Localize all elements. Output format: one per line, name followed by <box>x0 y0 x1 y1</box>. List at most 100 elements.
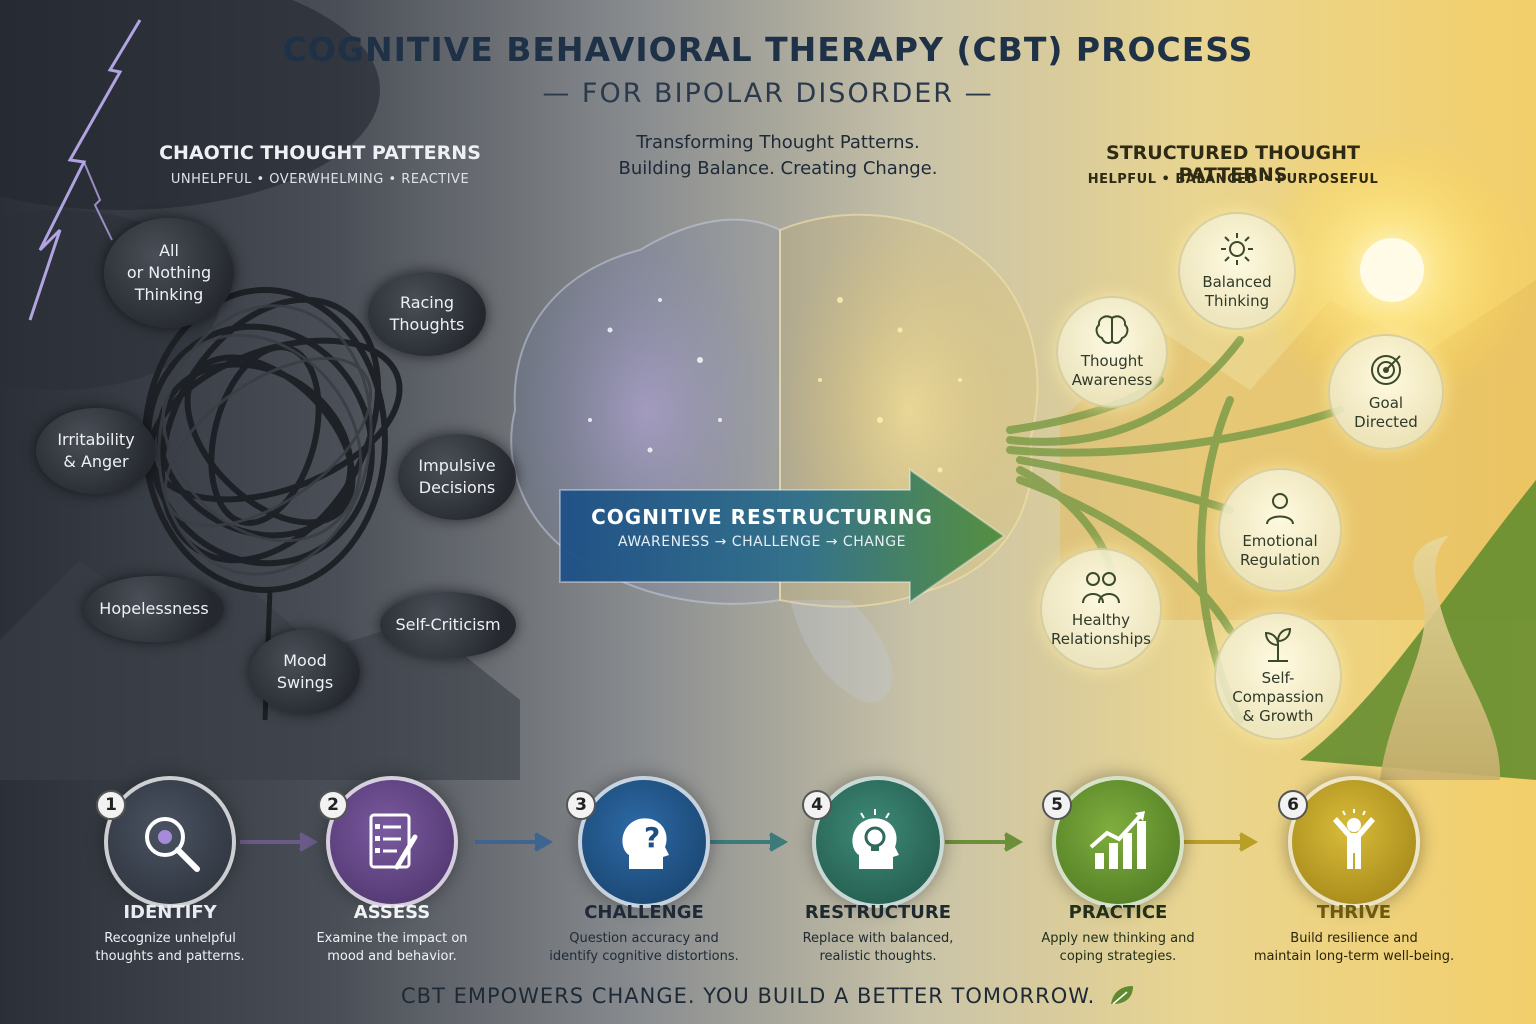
tagline-line-2: Building Balance. Creating Change. <box>618 158 938 179</box>
bubble-line: Thought <box>1080 352 1144 370</box>
cloud-line: Swings <box>276 673 334 692</box>
step-restructure-circle <box>812 776 944 908</box>
bubble-line: Directed <box>1354 413 1418 431</box>
footer-text: CBT EMPOWERS CHANGE. YOU BUILD A BETTER … <box>401 984 1096 1008</box>
question-head-icon: ? <box>622 818 669 869</box>
step-practice-desc: Apply new thinking and coping strategies… <box>1003 930 1233 966</box>
step-challenge-label: CHALLENGE <box>584 902 704 923</box>
step-desc-line: Recognize unhelpful <box>104 931 236 946</box>
structured-subheading: HELPFUL • BALANCED • PURPOSEFUL <box>1087 172 1379 187</box>
step-number: 3 <box>566 790 596 820</box>
page-title: COGNITIVE BEHAVIORAL THERAPY (CBT) PROCE… <box>282 30 1254 69</box>
cloud-hopelessness: Hopelessness <box>84 576 224 642</box>
cloud-line: Self-Criticism <box>395 615 501 634</box>
step-thrive-label: THRIVE <box>1316 902 1392 923</box>
bubble-line: Balanced <box>1202 273 1272 291</box>
bubble-line: Emotional <box>1242 532 1318 550</box>
cloud-line: Thoughts <box>389 315 465 334</box>
sprout-icon <box>1264 627 1292 662</box>
bubble-thought-awareness: Thought Awareness <box>1056 296 1168 408</box>
step-desc-line: Question accuracy and <box>569 931 719 946</box>
step-desc-line: realistic thoughts. <box>819 949 937 964</box>
person-icon <box>1266 493 1294 525</box>
step-desc-line: mood and behavior. <box>327 949 457 964</box>
step-challenge-desc: Question accuracy and identify cognitive… <box>524 930 764 966</box>
cloud-line: Irritability <box>57 430 135 449</box>
step-desc-line: Replace with balanced, <box>802 931 954 946</box>
cloud-line: Mood <box>283 651 327 670</box>
celebrating-person-icon <box>1333 809 1375 869</box>
bubble-balanced-thinking: Balanced Thinking <box>1178 212 1296 330</box>
step-desc-line: thoughts and patterns. <box>95 949 245 964</box>
step-number: 4 <box>802 790 832 820</box>
step-assess-circle <box>326 776 458 908</box>
leaf-icon <box>1110 986 1133 1005</box>
bubble-line: Goal <box>1368 394 1404 412</box>
people-icon <box>1082 572 1120 604</box>
target-icon <box>1371 355 1401 385</box>
bubble-goal-directed: Goal Directed <box>1328 334 1444 450</box>
step-restructure-label: RESTRUCTURE <box>804 902 952 923</box>
step-desc-line: coping strategies. <box>1059 949 1177 964</box>
restructuring-subtitle: AWARENESS → CHALLENGE → CHANGE <box>618 534 906 550</box>
step-thrive-desc: Build resilience and maintain long-term … <box>1229 930 1479 966</box>
bubble-line: Regulation <box>1239 551 1321 569</box>
bubble-emotional-regulation: Emotional Regulation <box>1218 468 1342 592</box>
step-assess-desc: Examine the impact on mood and behavior. <box>277 930 507 966</box>
cloud-line: or Nothing <box>126 263 212 282</box>
checklist-icon <box>369 813 418 870</box>
bubble-line: Healthy <box>1071 611 1131 629</box>
cloud-line: & Anger <box>63 452 129 471</box>
brain-icon <box>1095 315 1129 344</box>
step-identify-label: IDENTIFY <box>123 902 217 923</box>
cloud-mood-swings: Mood Swings <box>250 630 360 714</box>
step-restructure-desc: Replace with balanced, realistic thought… <box>763 930 993 966</box>
tagline-line-1: Transforming Thought Patterns. <box>636 132 920 153</box>
footer-tagline: CBT EMPOWERS CHANGE. YOU BUILD A BETTER … <box>0 984 1536 1008</box>
page-subtitle: — FOR BIPOLAR DISORDER — <box>542 78 994 109</box>
sun-icon <box>1221 233 1253 265</box>
bubble-line: Thinking <box>1204 292 1270 310</box>
cloud-racing-thoughts: Racing Thoughts <box>368 272 486 356</box>
restructuring-title: COGNITIVE RESTRUCTURING <box>591 505 933 529</box>
cloud-impulsive-decisions: Impulsive Decisions <box>398 434 516 520</box>
step-identify-desc: Recognize unhelpful thoughts and pattern… <box>55 930 285 966</box>
magnifier-icon <box>145 817 200 872</box>
growth-chart-icon <box>1089 811 1146 869</box>
step-practice-label: PRACTICE <box>1068 902 1168 923</box>
step-desc-line: Apply new thinking and <box>1041 931 1195 946</box>
tagline: Transforming Thought Patterns. Building … <box>568 130 988 182</box>
bubble-healthy-relationships: Healthy Relationships <box>1040 548 1162 670</box>
bubble-self-compassion: Self-Compassion & Growth <box>1214 612 1342 740</box>
step-desc-line: identify cognitive distortions. <box>549 949 739 964</box>
lightbulb-head-icon <box>852 809 899 869</box>
bubble-line: Self-Compassion <box>1232 668 1324 706</box>
svg-text:?: ? <box>644 821 660 854</box>
step-number: 1 <box>96 790 126 820</box>
step-number: 5 <box>1042 790 1072 820</box>
cloud-line: Racing <box>399 293 455 312</box>
bubble-line: Relationships <box>1051 630 1151 648</box>
step-thrive-circle <box>1288 776 1420 908</box>
step-desc-line: maintain long-term well-being. <box>1253 949 1455 964</box>
cloud-line: Thinking <box>134 285 204 304</box>
step-desc-line: Build resilience and <box>1290 931 1418 946</box>
step-practice-circle <box>1052 776 1184 908</box>
cloud-line: Impulsive <box>418 456 496 475</box>
cloud-all-or-nothing: All or Nothing Thinking <box>104 218 234 328</box>
step-challenge-circle: ? <box>578 776 710 908</box>
cloud-self-criticism: Self-Criticism <box>380 592 516 658</box>
cloud-irritability: Irritability & Anger <box>36 408 156 494</box>
step-assess-label: ASSESS <box>353 902 431 923</box>
bubble-line: & Growth <box>1242 706 1314 725</box>
cloud-line: All <box>159 241 179 260</box>
cloud-line: Decisions <box>418 478 496 497</box>
chaotic-subheading: UNHELPFUL • OVERWHELMING • REACTIVE <box>170 172 470 187</box>
step-identify-circle <box>104 776 236 908</box>
step-desc-line: Examine the impact on <box>316 931 468 946</box>
bubble-line: Awareness <box>1071 371 1153 389</box>
chaotic-heading: CHAOTIC THOUGHT PATTERNS <box>159 142 481 164</box>
step-number: 2 <box>318 790 348 820</box>
structured-heading: STRUCTURED THOUGHT PATTERNS <box>1106 142 1360 186</box>
step-number: 6 <box>1278 790 1308 820</box>
